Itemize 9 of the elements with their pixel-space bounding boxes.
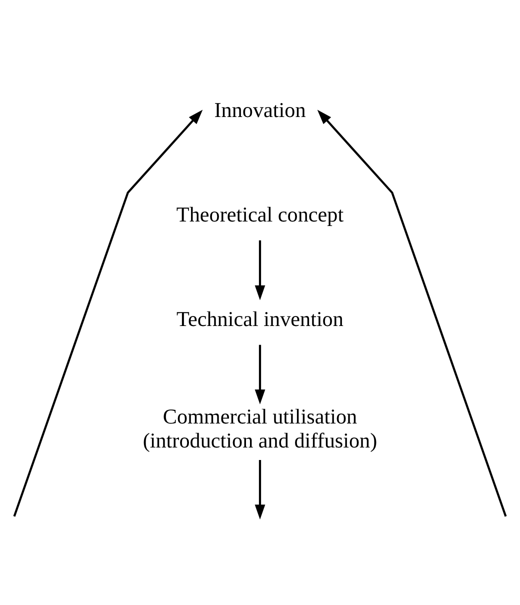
arrow [254,240,266,300]
arrow [254,459,266,519]
node-text: Innovation [214,98,306,122]
arrow [254,344,266,404]
arrow [317,109,507,516]
node-text: Theoretical concept [176,202,344,226]
node-text: Technical invention [176,306,344,330]
arrow [13,109,203,516]
node-text: Commercial utilisation (introduction and diffusion) [142,404,378,452]
